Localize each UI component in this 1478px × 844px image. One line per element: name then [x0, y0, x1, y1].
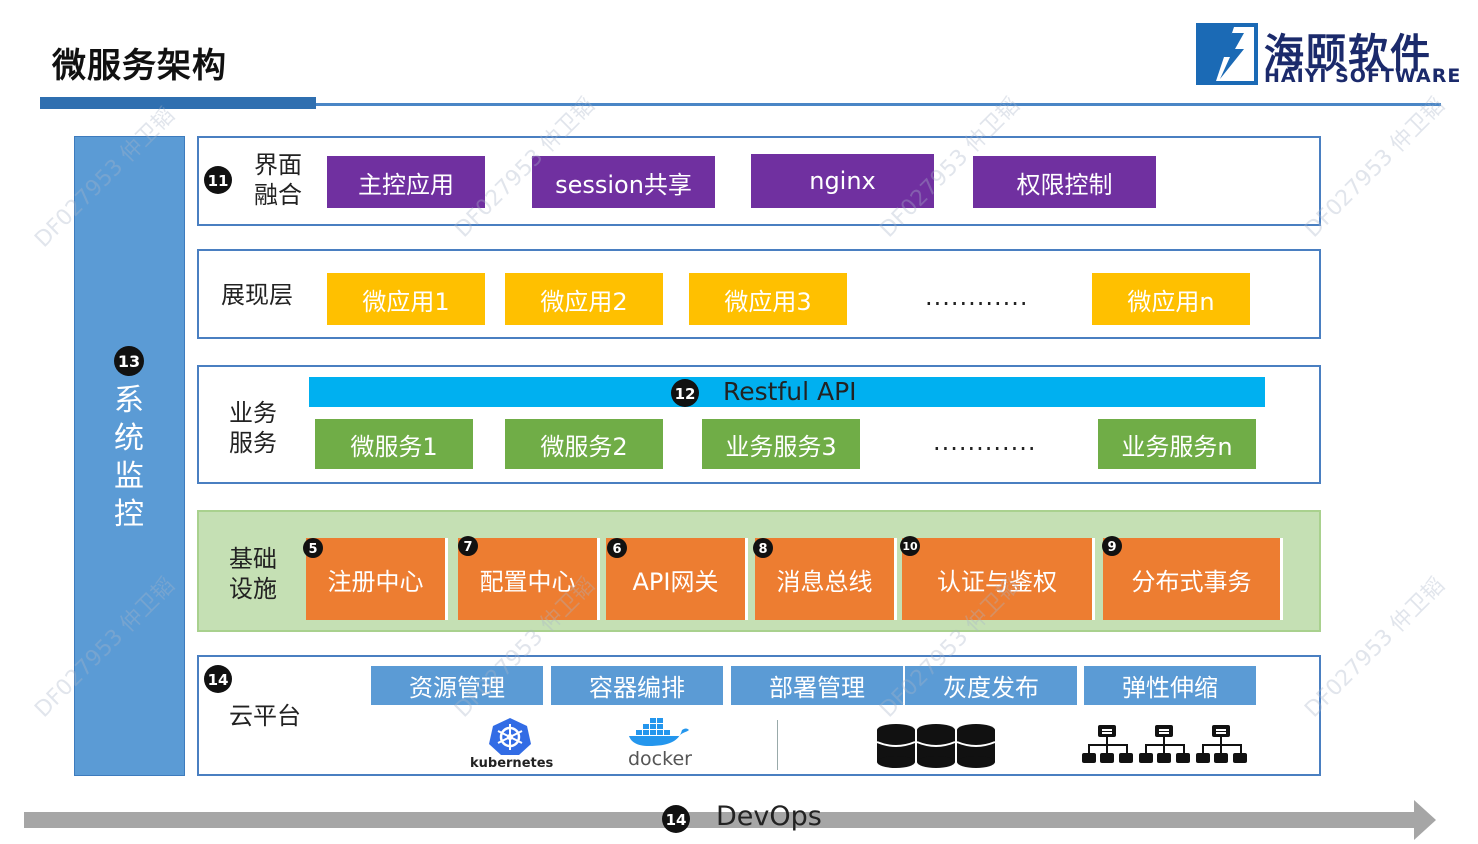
box-business-service-n: 业务服务n: [1098, 419, 1256, 469]
box-registry-center: 注册中心: [306, 538, 448, 620]
box-micro-app-1: 微应用1: [327, 273, 485, 325]
badge-5-icon: 5: [303, 538, 323, 558]
logo-mark-icon: [1196, 23, 1258, 85]
svg-text:7: 7: [463, 540, 472, 555]
docker-icon: [629, 718, 689, 746]
badge-12-icon: 12: [671, 379, 699, 407]
kubernetes-label: kubernetes: [470, 756, 554, 771]
box-micro-service-1: 微服务1: [315, 419, 473, 469]
svg-text:8: 8: [758, 542, 767, 557]
database-icon: [876, 724, 996, 768]
monitoring-panel: [74, 136, 185, 776]
box-nginx: nginx: [751, 154, 934, 208]
badge-13-icon: 13: [114, 346, 144, 376]
presentation-label: 展现层: [221, 281, 293, 309]
svg-text:11: 11: [208, 172, 229, 190]
box-session-share: session共享: [532, 156, 715, 208]
monitoring-label: 系 统 监 控: [114, 383, 144, 532]
company-logo: 海颐软件 HAIYI SOFTWARE: [1196, 23, 1466, 87]
box-permission-control: 权限控制: [973, 156, 1156, 208]
box-gray-release: 灰度发布: [905, 666, 1077, 705]
box-business-service-3: 业务服务3: [702, 419, 860, 469]
box-config-center: 配置中心: [458, 538, 600, 620]
box-api-gateway: API网关: [606, 538, 748, 620]
devops-label: DevOps: [716, 801, 822, 832]
devops-arrow: [24, 800, 1436, 840]
box-micro-app-n: 微应用n: [1092, 273, 1250, 325]
restful-api-bar: [309, 377, 1265, 407]
infrastructure-label: 基础 设施: [229, 545, 277, 603]
cloud-platform-label: 云平台: [229, 702, 301, 730]
box-auth: 认证与鉴权: [902, 538, 1095, 620]
badge-9-icon: 9: [1102, 536, 1122, 556]
logo-english-name: HAIYI SOFTWARE: [1264, 65, 1462, 87]
badge-11-icon: 11: [204, 166, 232, 194]
svg-text:14: 14: [208, 671, 229, 689]
box-message-bus: 消息总线: [755, 538, 897, 620]
ui-fusion-label: 界面 融合: [254, 151, 302, 209]
badge-14-devops-icon: 14: [662, 805, 690, 833]
box-micro-app-3: 微应用3: [689, 273, 847, 325]
badge-14-icon: 14: [204, 665, 232, 693]
docker-label: docker: [628, 748, 692, 770]
box-micro-app-2: 微应用2: [505, 273, 663, 325]
page-title: 微服务架构: [52, 46, 227, 86]
cluster-network-icon: [1082, 725, 1247, 763]
presentation-ellipsis: ............: [925, 283, 1029, 311]
badge-7-icon: 7: [458, 536, 478, 556]
box-micro-service-2: 微服务2: [505, 419, 663, 469]
svg-text:10: 10: [902, 540, 918, 553]
svg-text:14: 14: [666, 811, 687, 829]
box-deployment-management: 部署管理: [731, 666, 903, 705]
title-accent-bar: [40, 97, 316, 109]
kubernetes-icon: [489, 718, 531, 755]
box-resource-management: 资源管理: [371, 666, 543, 705]
logo-chinese-name: 海颐软件: [1264, 31, 1432, 77]
business-ellipsis: ............: [933, 428, 1037, 456]
badge-6-icon: 6: [607, 538, 627, 558]
box-distributed-transaction: 分布式事务: [1103, 538, 1283, 620]
restful-api-label: Restful API: [723, 377, 857, 406]
svg-text:9: 9: [1107, 540, 1116, 555]
svg-text:12: 12: [675, 385, 696, 403]
title-divider: [316, 103, 1441, 106]
badge-10-icon: 10: [900, 536, 920, 556]
business-label: 业务 服务: [229, 399, 277, 457]
box-container-orchestration: 容器编排: [551, 666, 723, 705]
badge-8-icon: 8: [753, 538, 773, 558]
box-elastic-scaling: 弹性伸缩: [1084, 666, 1256, 705]
svg-text:5: 5: [308, 542, 317, 557]
cloud-divider: [777, 720, 778, 770]
svg-text:6: 6: [612, 542, 621, 557]
box-main-app: 主控应用: [327, 156, 485, 208]
svg-text:13: 13: [118, 352, 140, 371]
